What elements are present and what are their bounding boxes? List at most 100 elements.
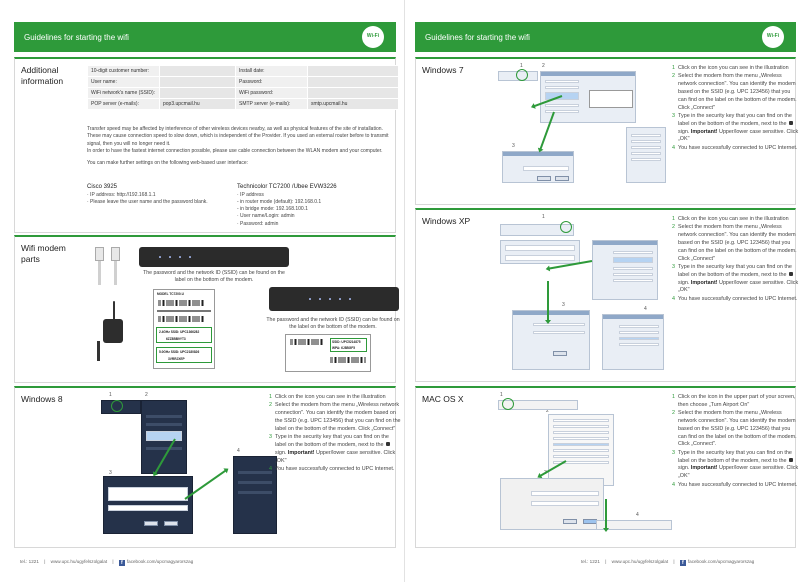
- lock-icon: [788, 121, 793, 126]
- modem-caption-1: The password and the network ID (SSID) c…: [143, 270, 285, 284]
- header-left: Guidelines for starting the wifi Wi-Fi: [14, 22, 396, 52]
- screenshot-step-1: [500, 224, 574, 236]
- step-number: 4: [644, 306, 647, 312]
- highlight-circle: [516, 69, 528, 81]
- ethernet-cable-image: [93, 247, 123, 287]
- table-cell: [307, 76, 399, 88]
- step-number: 4: [636, 512, 639, 518]
- table-cell: 10-digit customer number:: [87, 65, 160, 77]
- lock-icon: [788, 272, 793, 277]
- highlight-circle: [560, 221, 572, 233]
- table-cell: User name:: [87, 76, 160, 88]
- section-title: Windows XP: [422, 216, 471, 226]
- screenshot-step-4: [602, 314, 664, 370]
- table-cell: SMTP server (e-mails):: [235, 98, 308, 110]
- support-link[interactable]: www.upc.hu/ugyfelszolgalat: [611, 559, 669, 564]
- step-number: 1: [542, 214, 545, 220]
- modem-label-1: MODEL TC7200.U 2.4GHz SSID: UPC1366282 6…: [153, 289, 215, 369]
- footer-right: tel.: 1221 | www.upc.hu/ugyfelszolgalat …: [581, 559, 755, 566]
- section-title: Wifi modem parts: [21, 243, 66, 264]
- technicolor-title: Technicolor TC7200 /Ubee EVW3226: [237, 184, 337, 190]
- table-cell: Install date:: [235, 65, 308, 77]
- facebook-icon: f: [679, 560, 686, 566]
- footer-left: tel.: 1221 | www.upc.hu/ugyfelszolgalat …: [20, 559, 194, 566]
- section-wifi-modem-parts: Wifi modem parts The password and the ne…: [14, 235, 400, 383]
- table-cell: Password:: [235, 76, 308, 88]
- lock-icon: [788, 458, 793, 463]
- highlight-circle: [111, 400, 123, 412]
- modem-label-2: SSID: UPC5214875 WPA: 6J8BGF5: [285, 334, 371, 372]
- section-additional-information: Additional information 10-digit customer…: [14, 57, 399, 233]
- step-number: 4: [237, 448, 240, 454]
- screenshot-step-2: [592, 240, 658, 300]
- section-title: Windows 8: [21, 394, 63, 404]
- step-number: 2: [546, 408, 549, 414]
- modem-caption-2: The password and the network ID (SSID) c…: [266, 317, 400, 331]
- modem-image-1: [139, 247, 289, 267]
- technicolor-settings: Technicolor TC7200 /Ubee EVW3226 · IP ad…: [237, 183, 397, 228]
- section-windows-xp: Windows XP 1 2 3 4: [415, 208, 798, 382]
- arrow-icon: [547, 281, 549, 321]
- facebook-link[interactable]: facebook.com/upcmagyarorszag: [687, 559, 755, 564]
- table-cell: POP server (e-mails):: [87, 98, 160, 110]
- table-row: User name: Password:: [87, 76, 399, 88]
- highlight-circle: [502, 398, 514, 410]
- modem-image-2: [269, 287, 399, 311]
- screenshot-step-2: [141, 400, 187, 474]
- power-adapter-image: [91, 301, 125, 361]
- section-title: Windows 7: [422, 65, 464, 75]
- step-number: 3: [562, 302, 565, 308]
- table-cell: [307, 87, 399, 99]
- wifi-logo-icon: Wi-Fi: [362, 26, 384, 48]
- table-cell: smtp.upcmail.hu: [307, 98, 399, 110]
- table-cell: pop3.upcmail.hu: [159, 98, 236, 110]
- table-cell: WiFi network's name (SSID):: [87, 87, 160, 99]
- table-cell: [159, 65, 236, 77]
- info-paragraph: Transfer speed may be affected by interf…: [87, 126, 389, 166]
- screenshot-step-4: [233, 456, 277, 534]
- table-cell: WiFi password:: [235, 87, 308, 99]
- wifi-logo-icon: Wi-Fi: [762, 26, 784, 48]
- section-windows-7: Windows 7 1 2 3 4: [415, 57, 798, 205]
- left-page: Guidelines for starting the wifi Wi-Fi A…: [0, 0, 404, 582]
- screenshot-step-3: [502, 151, 574, 183]
- arrow-icon: [605, 499, 607, 529]
- step-number: 3: [109, 470, 112, 476]
- table-cell: [159, 87, 236, 99]
- screenshot-step-4: [626, 127, 666, 183]
- support-link[interactable]: www.upc.hu/ugyfelszolgalat: [50, 559, 108, 564]
- table-row: 10-digit customer number: Install date:: [87, 65, 399, 77]
- right-page: Guidelines for starting the wifi Wi-Fi W…: [404, 0, 808, 582]
- table-cell: [159, 76, 236, 88]
- screenshot-step-2: [540, 71, 636, 123]
- screenshot-step-1: [498, 400, 578, 410]
- header-right: Guidelines for starting the wifi Wi-Fi: [415, 22, 796, 52]
- screenshot-step-3a: [500, 240, 580, 264]
- screenshot-step-3b: [512, 310, 590, 370]
- step-number: 2: [145, 392, 148, 398]
- facebook-link[interactable]: facebook.com/upcmagyarorszag: [126, 559, 194, 564]
- step-number: 2: [542, 63, 545, 69]
- table-row: WiFi network's name (SSID): WiFi passwor…: [87, 87, 399, 99]
- table-cell: [307, 65, 399, 77]
- screenshot-step-4: [596, 520, 672, 530]
